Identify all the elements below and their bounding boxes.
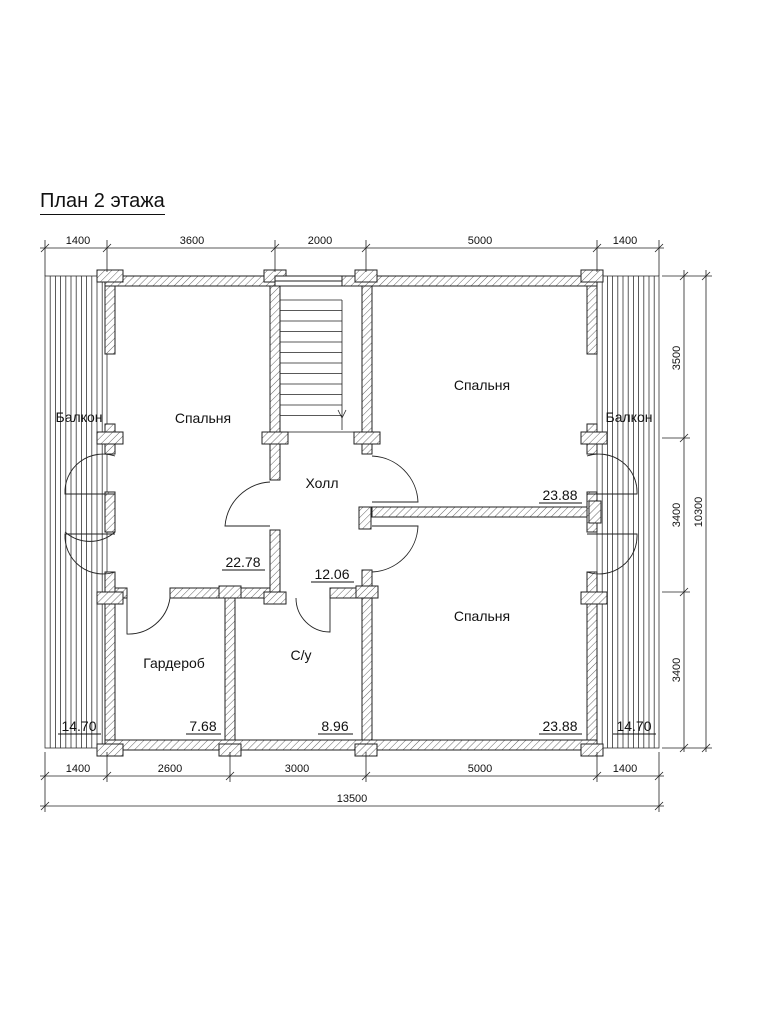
room-area-bedroom-top-right: 23.88	[542, 487, 577, 503]
room-area-bathroom: 8.96	[321, 718, 348, 734]
dimension-labels: 1400 3600 2000 5000 1400 1400 2600 3000 …	[66, 235, 705, 805]
stair-window	[274, 275, 343, 287]
dim-tick	[701, 271, 711, 281]
dim-total-height: 10300	[693, 497, 705, 528]
dim-tick	[102, 243, 112, 253]
room-name-bedroom-top-right: Спальня	[454, 377, 510, 393]
dim-tick	[679, 587, 689, 597]
dim-bottom-3: 3000	[285, 763, 309, 775]
dim-bottom-5: 1400	[613, 763, 637, 775]
room-name-bedroom-bottom-right: Спальня	[454, 608, 510, 624]
dim-tick	[40, 801, 50, 811]
dim-tick	[679, 433, 689, 443]
dim-top-2: 3600	[180, 235, 204, 247]
dim-tick	[592, 771, 602, 781]
room-name-balcony-right: Балкон	[606, 409, 653, 425]
dim-bottom-1: 1400	[66, 763, 90, 775]
dim-tick	[40, 243, 50, 253]
door-swings	[64, 453, 638, 635]
dim-right-1: 3500	[671, 346, 683, 370]
dim-bottom-4: 5000	[468, 763, 492, 775]
room-labels: Спальня Спальня Спальня Холл Гардероб С/…	[56, 377, 653, 671]
dim-tick	[654, 801, 664, 811]
dim-tick	[679, 271, 689, 281]
dim-tick	[40, 771, 50, 781]
dim-top-1: 1400	[66, 235, 90, 247]
dim-tick	[592, 243, 602, 253]
room-area-balcony-left: 14.70	[61, 718, 96, 734]
walls	[96, 269, 608, 757]
room-area-balcony-right: 14.70	[616, 718, 651, 734]
room-area-bedroom-left: 22.78	[225, 554, 260, 570]
room-name-hall: Холл	[306, 475, 339, 491]
area-labels: 22.78 23.88 23.88 12.06 7.68 8.96 14.70 …	[58, 487, 656, 735]
dim-right-2: 3400	[671, 503, 683, 527]
dim-tick	[270, 243, 280, 253]
room-area-bedroom-bottom-right: 23.88	[542, 718, 577, 734]
room-area-hall: 12.06	[314, 566, 349, 582]
dim-tick	[361, 243, 371, 253]
dim-top-5: 1400	[613, 235, 637, 247]
dim-bottom-2: 2600	[158, 763, 182, 775]
dim-tick	[654, 243, 664, 253]
staircase	[279, 285, 363, 433]
dim-tick	[679, 743, 689, 753]
balcony-right-deck	[596, 275, 660, 749]
room-name-bedroom-left: Спальня	[175, 410, 231, 426]
dim-top-4: 5000	[468, 235, 492, 247]
dim-tick	[225, 771, 235, 781]
dimension-lines	[40, 240, 712, 812]
dim-total-width: 13500	[337, 793, 368, 805]
plan-title: План 2 этажа	[40, 189, 165, 215]
dim-tick	[654, 771, 664, 781]
dim-top-3: 2000	[308, 235, 332, 247]
dim-right-3: 3400	[671, 658, 683, 682]
room-name-wardrobe: Гардероб	[143, 655, 205, 671]
room-name-bathroom: С/у	[291, 647, 312, 663]
room-area-wardrobe: 7.68	[189, 718, 216, 734]
dim-tick	[102, 771, 112, 781]
room-name-balcony-left: Балкон	[56, 409, 103, 425]
dim-tick	[361, 771, 371, 781]
balcony-left-deck	[44, 275, 108, 749]
dim-tick	[701, 743, 711, 753]
